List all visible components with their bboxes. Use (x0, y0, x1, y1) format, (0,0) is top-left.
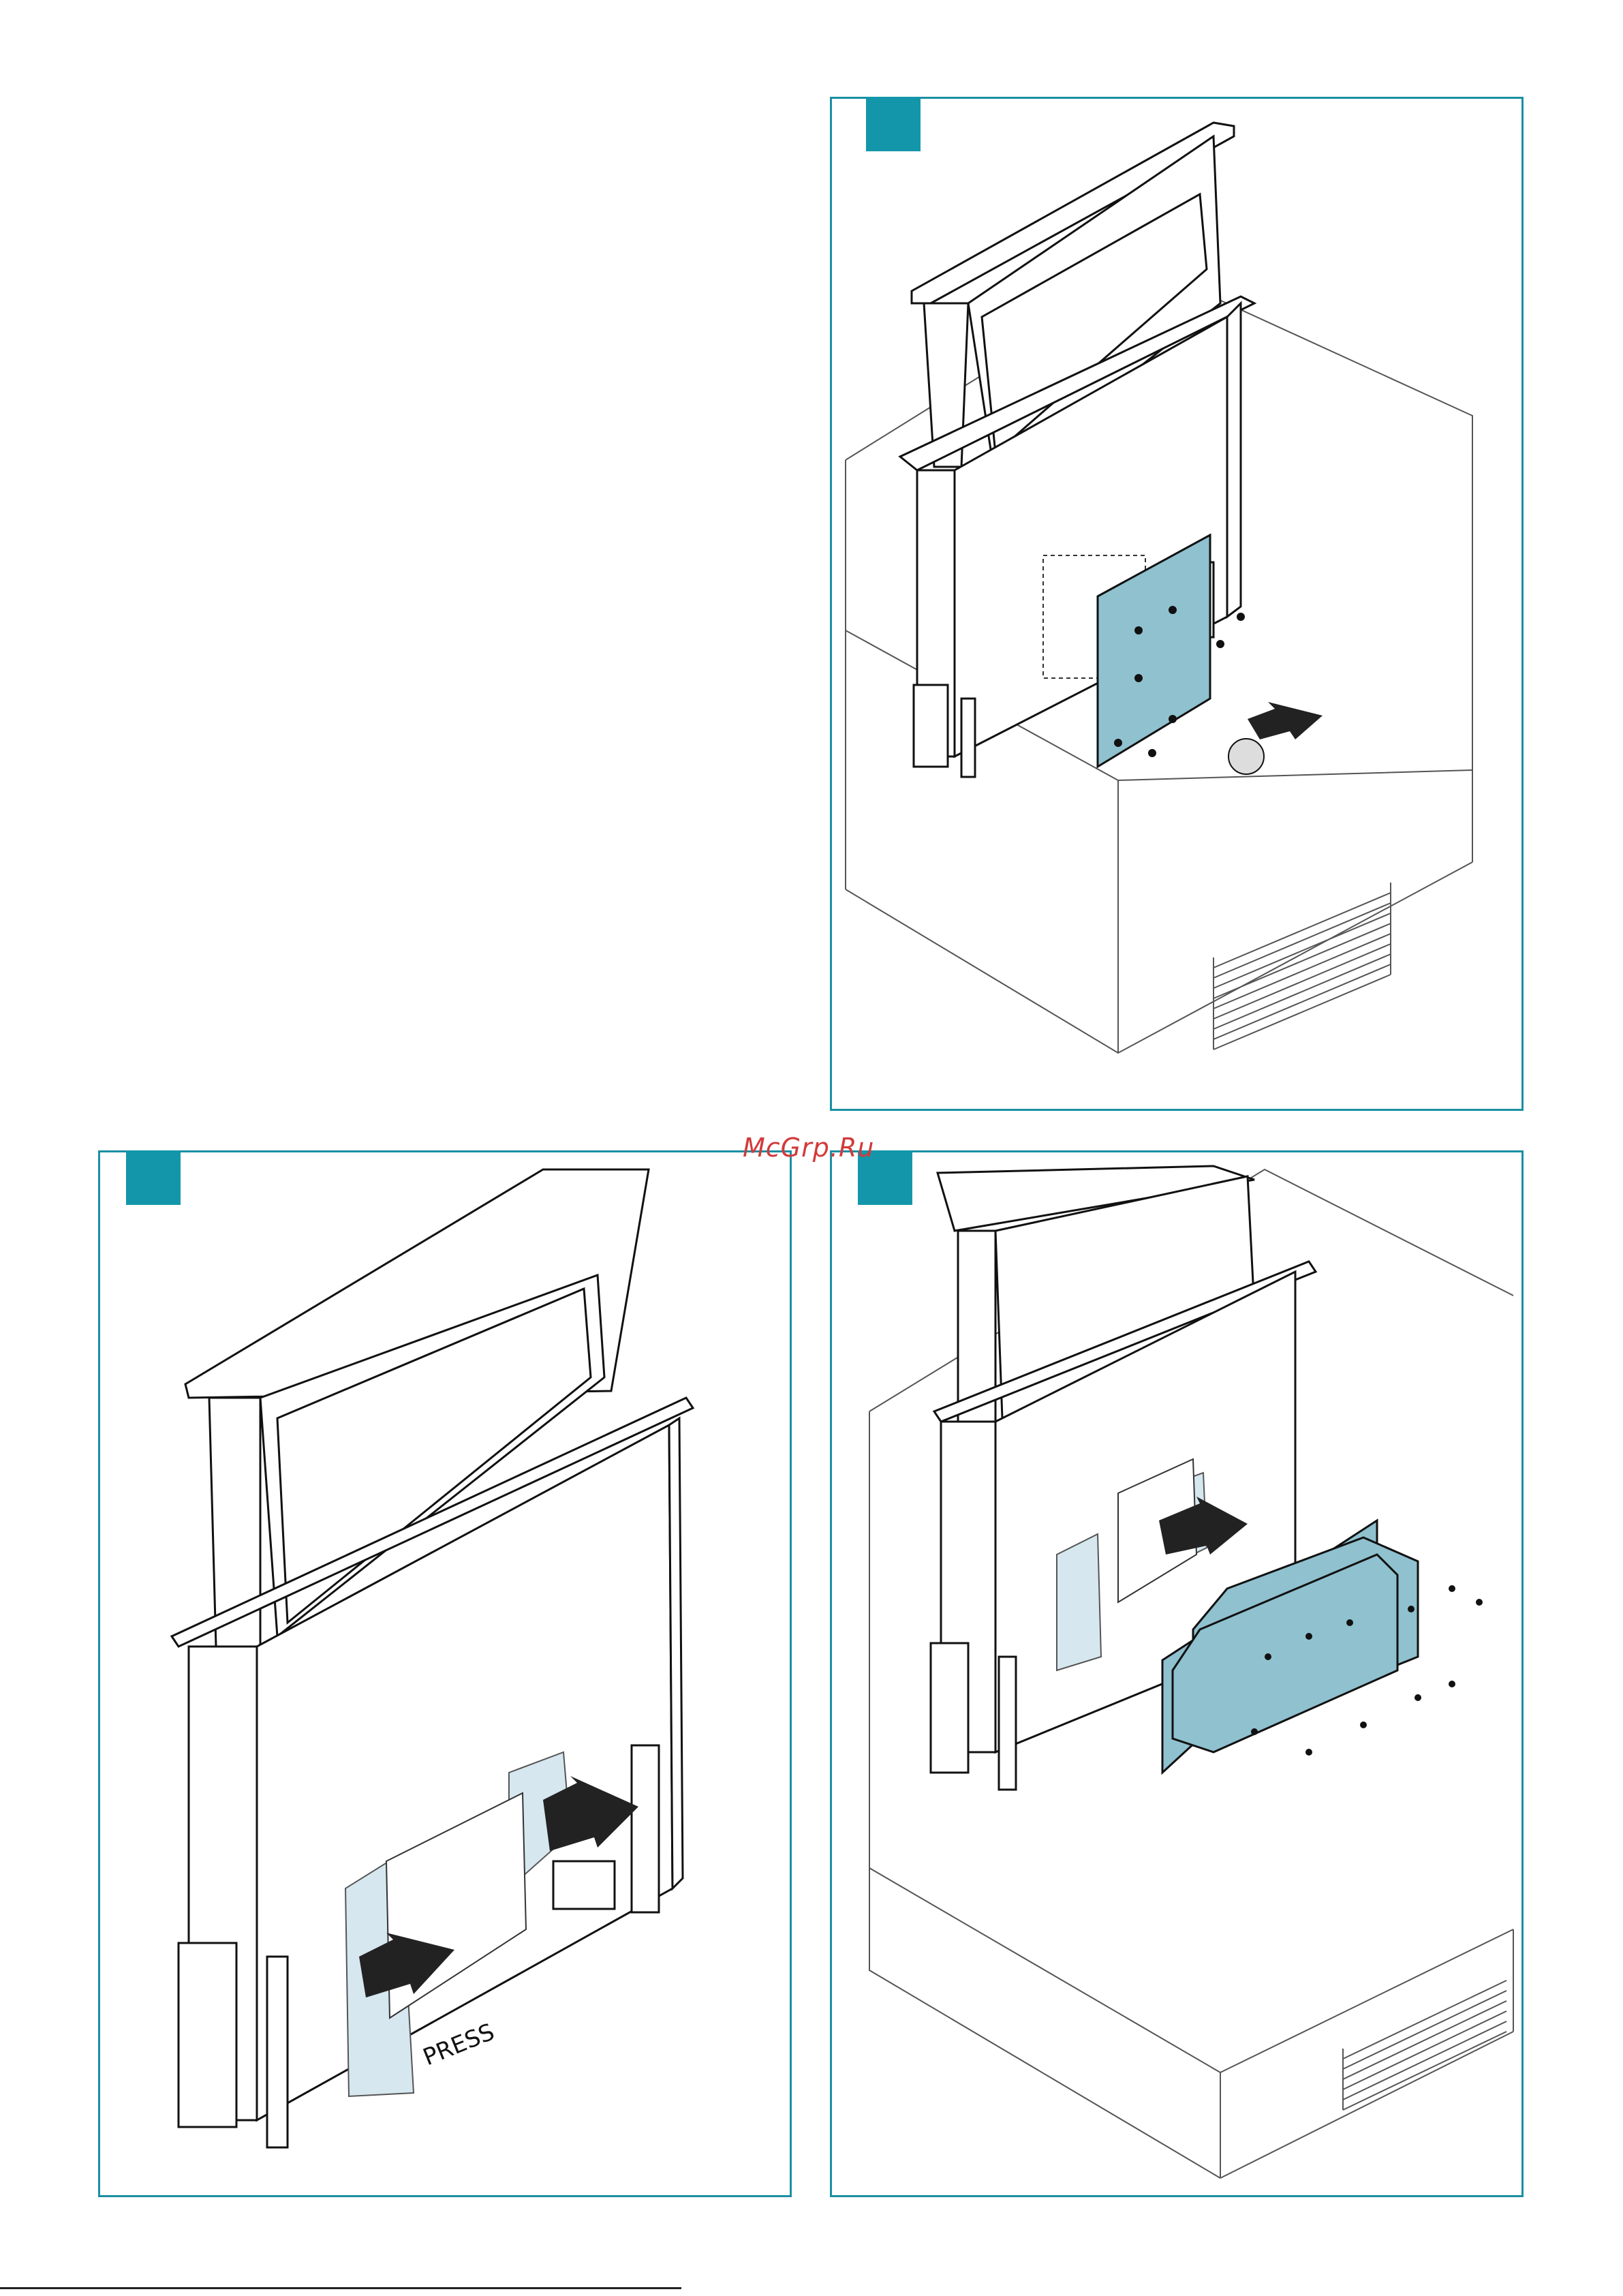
watermark: McGrp.Ru (743, 1133, 874, 1163)
step-panel-2: PRESS (98, 1150, 792, 2197)
remove-arrow (1228, 702, 1323, 774)
step-panel-1 (830, 97, 1524, 1111)
step-3-illustration (832, 1152, 1526, 2199)
step-tab (126, 1150, 181, 1205)
step-2-illustration: PRESS (100, 1152, 794, 2199)
footer-rule (0, 2287, 681, 2289)
step-tab (866, 97, 921, 151)
step-panel-3 (830, 1150, 1524, 2197)
step-1-illustration (832, 99, 1526, 1113)
press-label: PRESS (419, 2019, 498, 2072)
